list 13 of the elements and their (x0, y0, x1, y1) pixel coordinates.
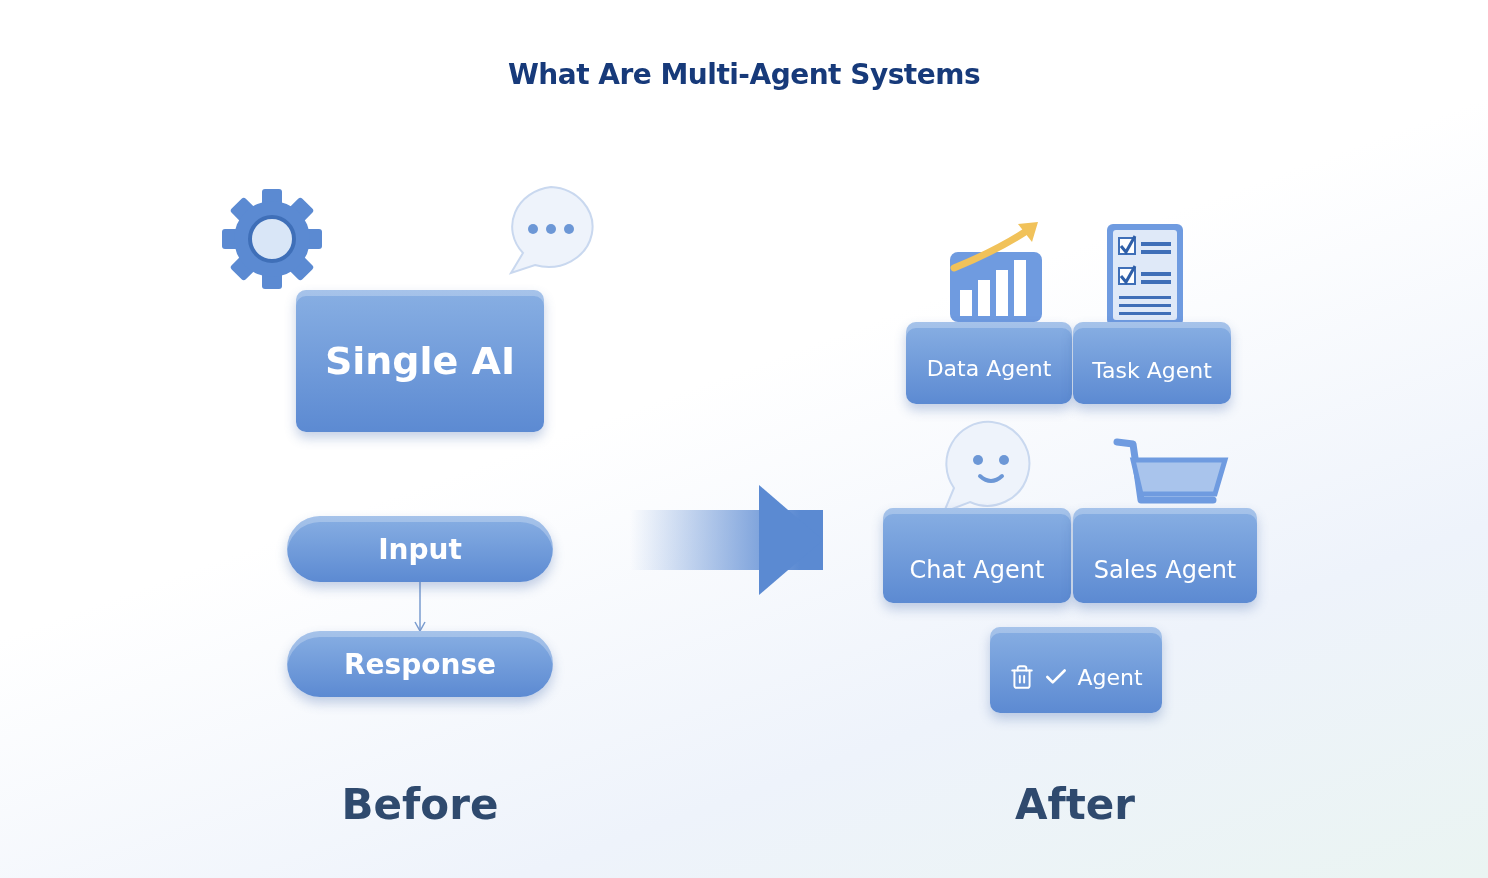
agent-card: Data Agent (906, 322, 1072, 404)
card-title: Agent (1077, 664, 1143, 690)
section-caption: Before (340, 780, 500, 829)
section-caption: After (1013, 780, 1137, 829)
title: What Are Multi-Agent Systems (506, 58, 982, 91)
ai-box: Single AI (296, 290, 544, 432)
step-pill: Response (287, 631, 553, 697)
arrow (414, 581, 426, 632)
agent-card (990, 627, 1162, 713)
step-pill: Input (287, 516, 553, 582)
agent-card: Sales Agent (1073, 508, 1257, 603)
agent-card: Chat Agent (883, 508, 1071, 603)
agent-card: Task Agent (1073, 322, 1231, 404)
